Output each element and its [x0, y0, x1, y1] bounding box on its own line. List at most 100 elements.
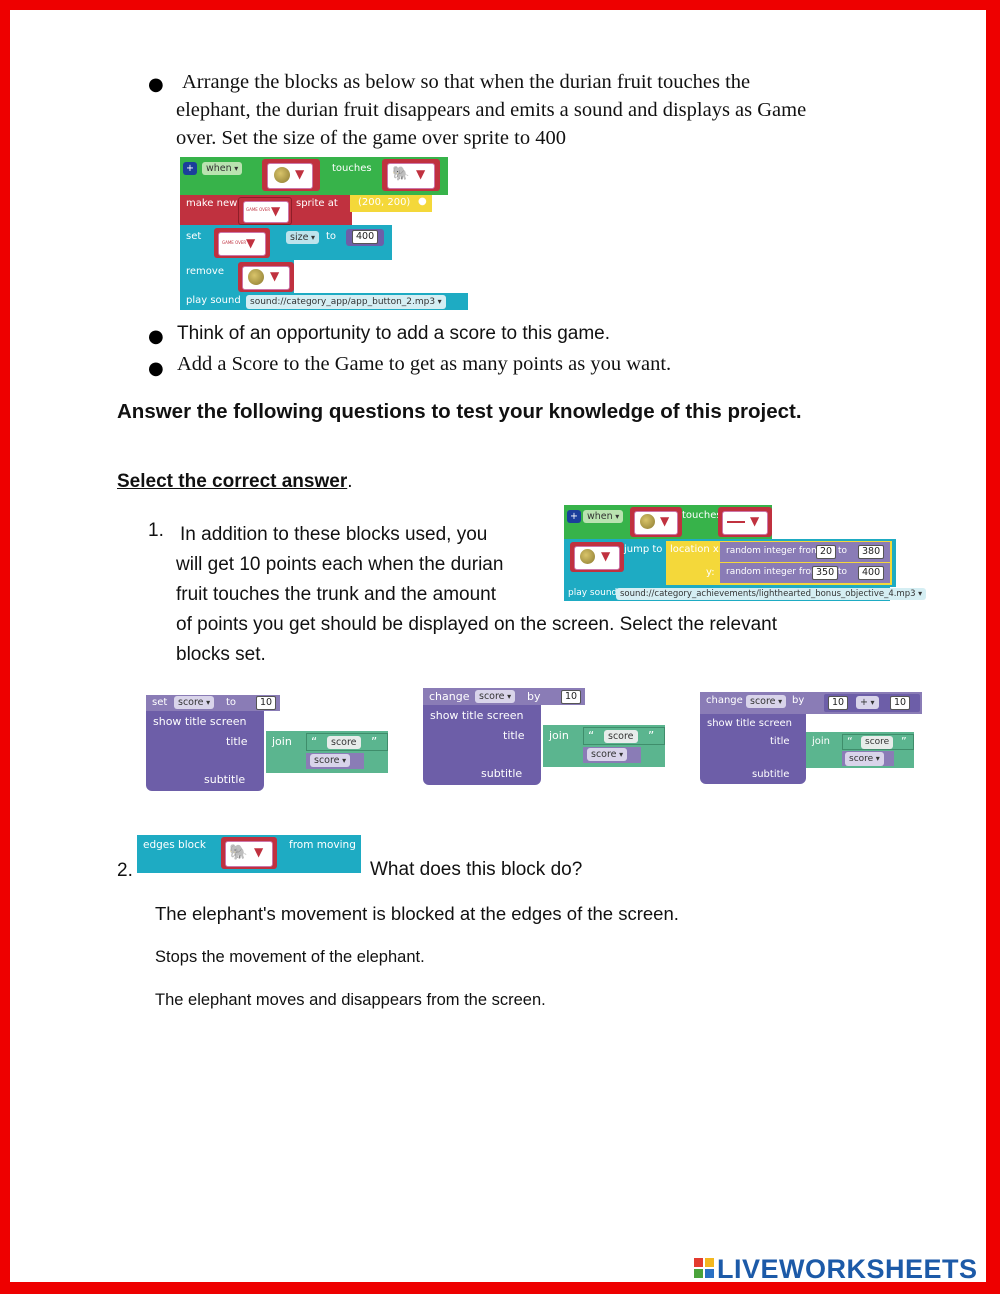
- sprite-dropdown: [218, 232, 266, 256]
- operator-dropdown[interactable]: +: [856, 696, 879, 709]
- play-sound-block[interactable]: play sound sound://category_app/app_butt…: [180, 293, 468, 310]
- durian-sprite-slot[interactable]: ▼: [262, 159, 320, 191]
- instruction-line: elephant, the durian fruit disappears an…: [176, 99, 807, 121]
- elephant-sprite-slot[interactable]: 🐘 ▼: [221, 837, 277, 869]
- show-title-screen-block[interactable]: show title screen title subtitle: [700, 714, 806, 784]
- change-score-block[interactable]: change score by 10: [423, 688, 585, 705]
- score-dropdown[interactable]: score: [310, 754, 351, 767]
- string-block[interactable]: “ score ”: [842, 734, 914, 750]
- sprite-at-label: sprite at: [296, 198, 338, 209]
- set-score-block[interactable]: set score to 10: [146, 695, 280, 711]
- y-from-value[interactable]: 350: [812, 566, 839, 580]
- location-block[interactable]: location x: y: random integer from 20 to…: [666, 541, 892, 585]
- sprite-dropdown: [243, 201, 289, 223]
- play-sound-label: play sound: [568, 588, 618, 598]
- logo-square-l: [694, 1258, 703, 1267]
- durian-sprite-slot[interactable]: ▼: [238, 262, 294, 292]
- jump-to-block[interactable]: ▼ jump to location x: y: random integer …: [564, 539, 896, 587]
- game-over-sprite-slot[interactable]: GAME OVER ▼: [214, 228, 270, 258]
- x-to-value[interactable]: 380: [858, 545, 885, 559]
- coords-block[interactable]: (200, 200) ●: [350, 195, 432, 212]
- score-value[interactable]: 10: [561, 690, 582, 704]
- size-dropdown[interactable]: size: [286, 231, 319, 244]
- join-block[interactable]: join “ score ” score: [266, 731, 388, 773]
- set-size-block[interactable]: set GAME OVER ▼ size to 400: [180, 225, 392, 260]
- edges-block-label: edges block: [143, 839, 206, 851]
- to-label: to: [838, 546, 848, 556]
- edges-block[interactable]: edges block 🐘 ▼ from moving: [137, 835, 361, 873]
- x-from-value[interactable]: 20: [816, 545, 837, 559]
- show-title-label: show title screen: [153, 715, 247, 728]
- score-dropdown[interactable]: score: [475, 690, 516, 703]
- elephant-sprite-slot[interactable]: 🐘 ▼: [382, 159, 440, 191]
- string-value[interactable]: score: [861, 736, 894, 749]
- string-block[interactable]: “ score ”: [583, 727, 665, 745]
- string-value[interactable]: score: [604, 730, 638, 743]
- y-to-value[interactable]: 400: [858, 566, 885, 580]
- size-value-block[interactable]: 400: [346, 229, 384, 246]
- show-title-screen-block[interactable]: show title screen title subtitle: [146, 711, 264, 791]
- instruction-bullet-3: Add a Score to the Game to get as many p…: [177, 353, 672, 375]
- sound-dropdown[interactable]: sound://category_achievements/lightheart…: [616, 588, 927, 600]
- score-dropdown[interactable]: score: [174, 696, 215, 709]
- close-quote: ”: [371, 735, 378, 749]
- sprite-dropdown: [387, 163, 435, 189]
- open-quote: “: [847, 735, 853, 748]
- plus-icon[interactable]: +: [183, 162, 197, 175]
- question-line: fruit touches the trunk and the amount: [176, 584, 497, 605]
- question-line: blocks set.: [176, 644, 266, 665]
- remove-label: remove: [186, 266, 224, 277]
- chevron-down-icon: ▼: [270, 269, 280, 283]
- random-label: random integer from: [726, 567, 820, 577]
- answer-option-3[interactable]: The elephant moves and disappears from t…: [155, 991, 546, 1009]
- subtitle-label: subtitle: [204, 773, 246, 786]
- answer-option-2[interactable]: Stops the movement of the elephant.: [155, 948, 425, 966]
- durian-icon: [274, 167, 290, 183]
- from-moving-label: from moving: [289, 839, 356, 851]
- score-var-block[interactable]: score: [583, 747, 641, 763]
- sound-dropdown[interactable]: sound://category_app/app_button_2.mp3: [246, 295, 446, 309]
- question-line: In addition to these blocks used, you: [180, 524, 488, 545]
- when-touches-block[interactable]: + when ▼ touches 🐘 ▼: [180, 157, 448, 195]
- game-over-thumb: GAME OVER: [246, 207, 271, 212]
- when-dropdown[interactable]: when: [583, 510, 624, 523]
- random-y-block[interactable]: random integer from 350 to 400: [720, 563, 890, 583]
- string-block[interactable]: “ score ”: [306, 733, 388, 751]
- play-sound-block[interactable]: play sound sound://category_achievements…: [564, 587, 927, 601]
- score-dropdown[interactable]: score: [587, 748, 628, 761]
- score-var-block[interactable]: score: [306, 753, 364, 769]
- join-block[interactable]: join “ score ” score: [543, 725, 665, 767]
- when-dropdown[interactable]: when: [202, 162, 243, 175]
- remove-block[interactable]: remove ▼: [180, 260, 294, 293]
- elephant-icon: 🐘: [229, 843, 248, 861]
- random-x-block[interactable]: random integer from 20 to 380: [720, 542, 890, 562]
- score-dropdown[interactable]: score: [746, 695, 787, 708]
- title-label: title: [503, 729, 525, 742]
- plus-icon[interactable]: +: [567, 510, 581, 523]
- score-dropdown[interactable]: score: [845, 752, 884, 766]
- game-over-sprite-slot[interactable]: GAME OVER ▼: [238, 197, 292, 225]
- chevron-down-icon: ▼: [254, 845, 264, 859]
- instruction-bullet-1: Arrange the blocks as below so that when…: [176, 68, 896, 152]
- math-block[interactable]: 10 + 10: [824, 694, 920, 712]
- make-new-sprite-block[interactable]: make new GAME OVER ▼ sprite at: [180, 195, 352, 225]
- durian-sprite-slot[interactable]: ▼: [630, 507, 682, 537]
- score-var-block[interactable]: score: [842, 751, 894, 766]
- play-sound-label: play sound: [186, 295, 241, 306]
- size-value[interactable]: 400: [352, 230, 379, 244]
- string-value[interactable]: score: [327, 736, 361, 749]
- score-value[interactable]: 10: [256, 696, 277, 710]
- math-value-b[interactable]: 10: [890, 696, 911, 710]
- when-touches-block[interactable]: + when ▼ touches ▼: [564, 505, 772, 539]
- chevron-down-icon: ▼: [750, 514, 760, 528]
- join-block[interactable]: join “ score ” score: [806, 732, 914, 768]
- chevron-down-icon: ▼: [295, 167, 305, 181]
- chevron-down-icon: ▼: [660, 514, 670, 528]
- trunk-sprite-slot[interactable]: ▼: [718, 507, 772, 537]
- math-value-a[interactable]: 10: [828, 696, 849, 710]
- show-title-screen-block[interactable]: show title screen title subtitle: [423, 705, 541, 785]
- change-score-block[interactable]: change score by 10 + 10: [700, 692, 922, 714]
- answer-option-1[interactable]: The elephant's movement is blocked at th…: [155, 903, 679, 924]
- durian-sprite-slot[interactable]: ▼: [570, 542, 624, 572]
- title-label: title: [226, 735, 248, 748]
